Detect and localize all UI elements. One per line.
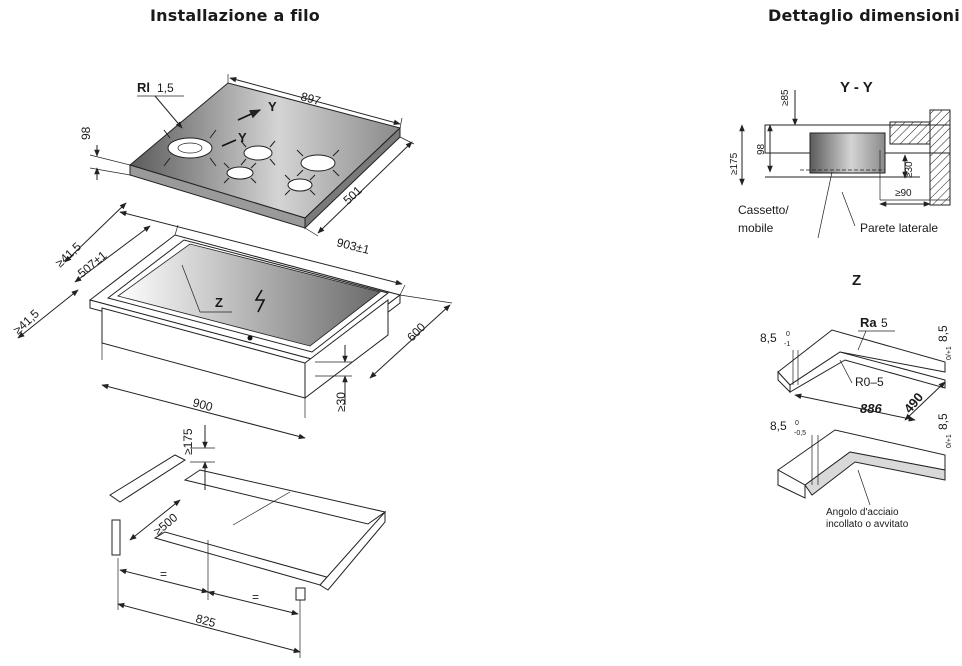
z-mark: Z xyxy=(215,295,223,310)
yy-inner-label: 98 xyxy=(756,143,767,155)
z-right-bottom-tol: 0/+1 xyxy=(946,434,953,448)
title-installation: Installazione a filo xyxy=(150,6,320,25)
cutout-depth-label: 600 xyxy=(404,320,428,344)
ra-prefix: Ra xyxy=(860,315,877,330)
detail-z-drawing: Z Ra 5 8,5 0 -1 8,5 0/+1 R0–5 886 490 8 xyxy=(760,272,953,530)
z-radius-label: R0–5 xyxy=(855,375,884,389)
z-right-bottom-label: 8,5 xyxy=(936,413,950,430)
drawer-label-line2: mobile xyxy=(738,221,774,235)
electric-warning-icon xyxy=(254,289,266,313)
steel-angle-note-line2: incollato o avvitato xyxy=(826,519,909,530)
section-mark-y-lower: Y xyxy=(238,130,247,145)
burner-icon xyxy=(284,174,316,196)
z-depth-bottom-label: 8,5 xyxy=(770,419,787,433)
z-depth-bottom-tol-down: -0,5 xyxy=(794,430,806,437)
z-depth-top-label: 8,5 xyxy=(760,331,777,345)
worktop-cutout-drawing: Z 903±1 ≥41,5 507±1 ≥41,5 600 900 ≥30 xyxy=(10,202,453,440)
yy-top-label: ≥85 xyxy=(780,89,791,106)
frame-clearance-label: ≥175 xyxy=(181,428,195,455)
z-depth-top-tol-up: 0 xyxy=(786,331,790,338)
offset-bottom-label: ≥41,5 xyxy=(10,306,42,337)
z-length-label: 886 xyxy=(860,401,882,416)
z-width-label: 490 xyxy=(901,390,926,416)
yy-side-label: ≥90 xyxy=(895,188,912,199)
drawer-label-line1: Cassetto/ xyxy=(738,203,789,217)
support-frame-drawing: ≥175 ≥500 = = 825 xyxy=(109,425,387,658)
title-dimension-detail: Dettaglio dimensioni xyxy=(768,6,960,25)
frame-width-label: 825 xyxy=(194,611,217,630)
yy-total-label: ≥175 xyxy=(729,152,740,175)
yy-wall-label: ≥30 xyxy=(904,161,915,178)
detail-z-title: Z xyxy=(852,272,861,289)
burner-icon xyxy=(240,140,276,166)
section-mark-y: Y xyxy=(268,99,277,114)
hob-drawing: 897 501 98 Rl 1,5 Y Y xyxy=(79,74,415,237)
ra-value: 5 xyxy=(881,316,888,330)
z-depth-top-tol-down: -1 xyxy=(784,341,790,348)
eq-right-label: = xyxy=(252,590,259,604)
burner-icon xyxy=(163,129,217,167)
z-depth-bottom-tol-up: 0 xyxy=(795,420,799,427)
ri-value: 1,5 xyxy=(157,81,174,95)
side-panel-label: Parete laterale xyxy=(860,221,938,235)
burner-icon xyxy=(223,162,257,184)
below-clearance-label: ≥30 xyxy=(334,392,348,412)
front-width-label: 900 xyxy=(191,395,214,414)
cutout-width-label: 903±1 xyxy=(335,235,371,257)
section-yy-title: Y - Y xyxy=(840,79,873,96)
hob-height-label: 98 xyxy=(79,126,93,140)
z-right-top-label: 8,5 xyxy=(936,325,950,342)
hob-width-label: 897 xyxy=(299,89,322,108)
z-right-top-tol: 0/+1 xyxy=(946,346,953,360)
ri-prefix: Rl xyxy=(137,80,150,95)
section-yy-drawing: Y - Y ≥85 ≥175 98 ≥30 ≥90 Cassetto/ mobi… xyxy=(729,79,951,239)
eq-left-label: = xyxy=(160,567,167,581)
steel-angle-note-line1: Angolo d'acciaio xyxy=(826,507,899,518)
